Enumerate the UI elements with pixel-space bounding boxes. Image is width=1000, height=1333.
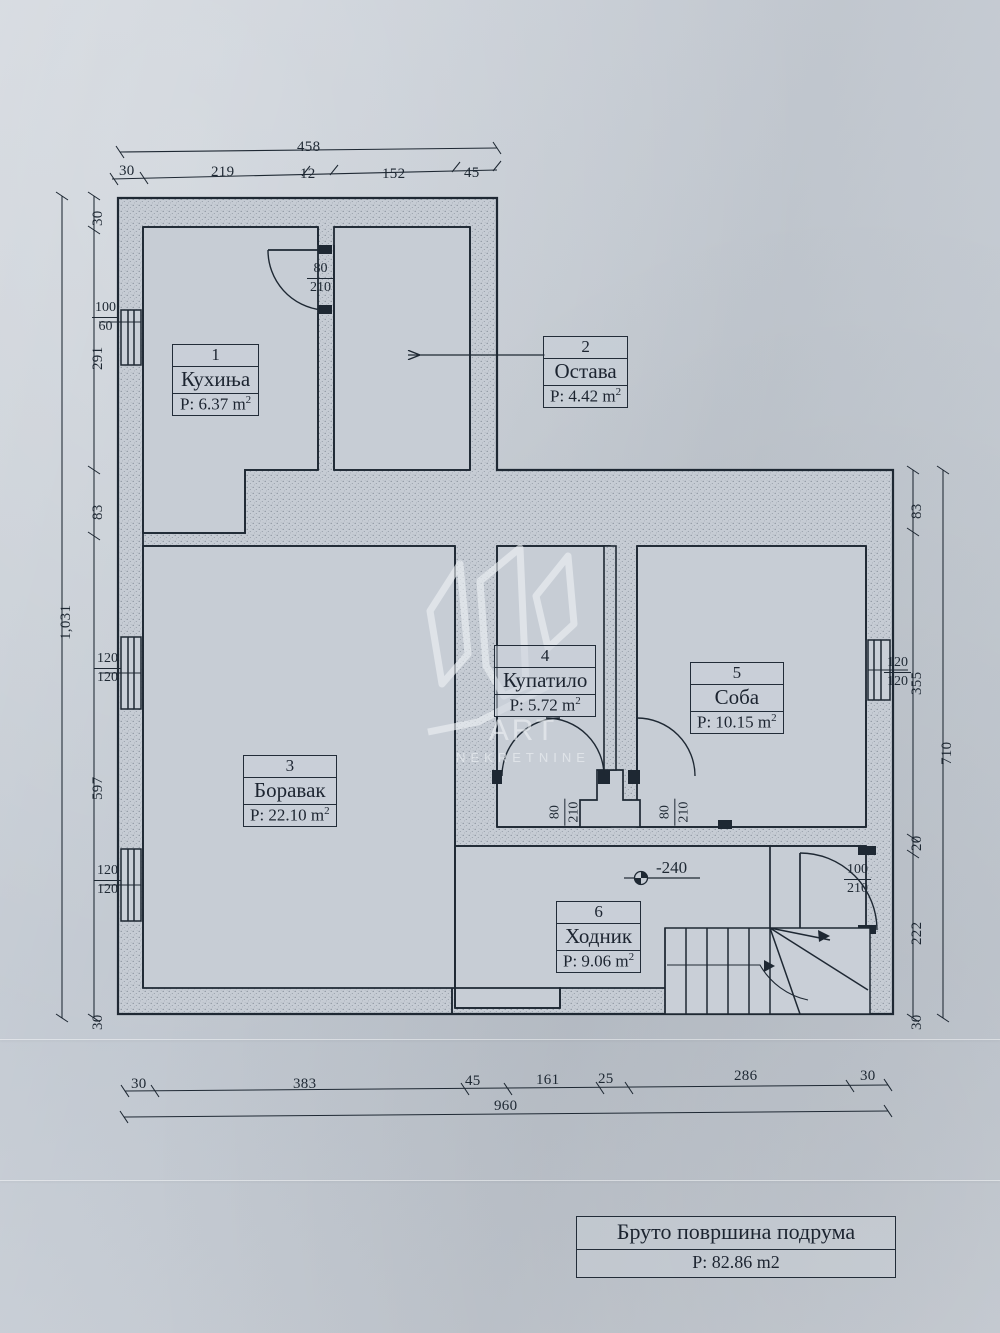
room-area: P: 22.10 m2 — [250, 804, 330, 825]
door-room5 — [628, 717, 732, 829]
window-tag-left-1: 100 60 — [92, 300, 119, 334]
partition-bathroom — [603, 545, 617, 771]
dim-left-4: 597 — [90, 776, 106, 800]
dim-right-3: 20 — [909, 835, 925, 851]
window-left-1 — [120, 309, 142, 366]
dim-right-5: 30 — [909, 1014, 925, 1030]
room-label-2: 2 Остава P: 4.42 m2 — [543, 336, 629, 409]
window-width: 100 — [92, 300, 119, 318]
door-width: 80 — [657, 798, 675, 826]
room-label-6: 6 Ходник P: 9.06 m2 — [556, 901, 642, 974]
room-label-3: 3 Боравак P: 22.10 m2 — [243, 755, 337, 828]
dimension-lines — [55, 141, 950, 1124]
title-block-name: Бруто површина подрума — [577, 1217, 895, 1250]
room-area: P: 4.42 m2 — [550, 385, 622, 406]
door-tag-room5: 80 210 — [657, 798, 691, 826]
room-number: 5 — [691, 663, 783, 685]
dim-left-3: 83 — [90, 504, 106, 520]
door-width: 80 — [307, 261, 334, 279]
dim-right-4: 222 — [909, 921, 925, 945]
door-height: 210 — [847, 880, 868, 896]
dim-bottom-3: 45 — [465, 1073, 481, 1089]
window-tag-right: 120 120 — [884, 655, 911, 689]
window-width: 120 — [94, 651, 121, 669]
room-area-pantry — [333, 226, 471, 471]
wall-pier — [579, 769, 641, 828]
paper-crease — [0, 1039, 1000, 1040]
dim-left-2: 291 — [90, 346, 106, 370]
room-area: P: 5.72 m2 — [509, 694, 581, 715]
room-label-5: 5 Соба P: 10.15 m2 — [690, 662, 784, 735]
window-width: 120 — [884, 655, 911, 673]
dim-left-5: 30 — [90, 1014, 106, 1030]
room-number: 2 — [544, 337, 628, 359]
room-name: Ходник — [557, 924, 641, 951]
room-label-1: 1 Кухиња P: 6.37 m2 — [172, 344, 260, 417]
door-tag-kitchen: 80 210 — [307, 261, 334, 295]
room-name: Кухиња — [173, 367, 259, 394]
room-number: 1 — [173, 345, 259, 367]
door-kitchen — [267, 245, 332, 314]
room-area: P: 10.15 m2 — [697, 711, 777, 732]
dim-bottom-5: 25 — [598, 1071, 614, 1087]
door-height: 210 — [310, 279, 331, 295]
room-name: Остава — [544, 359, 628, 386]
title-block-area: P: 82.86 m2 — [692, 1252, 780, 1272]
dim-bottom-6: 286 — [734, 1068, 758, 1084]
room-name: Боравак — [244, 778, 336, 805]
staircase — [664, 846, 871, 1015]
room-number: 3 — [244, 756, 336, 778]
dim-bottom-1: 30 — [131, 1076, 147, 1092]
dim-right-1: 83 — [909, 503, 925, 519]
room-number: 6 — [557, 902, 641, 924]
dim-top-5: 45 — [464, 165, 480, 181]
level-marker-label: -240 — [656, 858, 688, 877]
window-height: 120 — [97, 669, 118, 685]
room-label-4: 4 Купатило P: 5.72 m2 — [494, 645, 597, 718]
door-width: 80 — [547, 798, 565, 826]
dim-bottom-4: 161 — [536, 1072, 560, 1088]
window-height: 60 — [98, 318, 113, 334]
dim-bottom-overall: 960 — [494, 1098, 518, 1114]
window-tag-left-3: 120 120 — [94, 863, 121, 897]
door-tag-bathroom: 80 210 — [547, 798, 581, 826]
dim-top-3: 12 — [300, 166, 316, 182]
door-bathroom — [492, 717, 610, 784]
title-block: Бруто површина подрума P: 82.86 m2 — [576, 1216, 896, 1278]
dim-top-4: 152 — [382, 166, 406, 182]
paper-crease — [0, 1180, 1000, 1181]
window-tag-left-2: 120 120 — [94, 651, 121, 685]
door-height: 210 — [676, 801, 691, 823]
room-number: 4 — [495, 646, 596, 668]
window-width: 120 — [94, 863, 121, 881]
level-marker-symbol — [624, 870, 700, 886]
dim-top-2: 219 — [211, 164, 235, 180]
room-area: P: 6.37 m2 — [180, 393, 252, 414]
room-area: P: 9.06 m2 — [563, 950, 635, 971]
room-name: Соба — [691, 685, 783, 712]
dim-left-overall: 1,031 — [58, 604, 74, 640]
dim-top-overall: 458 — [297, 139, 321, 155]
dim-right-overall: 710 — [939, 741, 955, 765]
door-width: 100 — [844, 862, 871, 880]
door-tag-entry: 100 210 — [844, 862, 871, 896]
dim-top-1: 30 — [119, 163, 135, 179]
window-height: 120 — [97, 881, 118, 897]
room-name: Купатило — [495, 668, 596, 695]
door-height: 210 — [566, 801, 581, 823]
dim-left-1: 30 — [90, 210, 106, 226]
window-height: 120 — [887, 673, 908, 689]
dim-bottom-2: 383 — [293, 1076, 317, 1092]
dim-right-2: 355 — [909, 671, 925, 695]
dim-bottom-7: 30 — [860, 1068, 876, 1084]
